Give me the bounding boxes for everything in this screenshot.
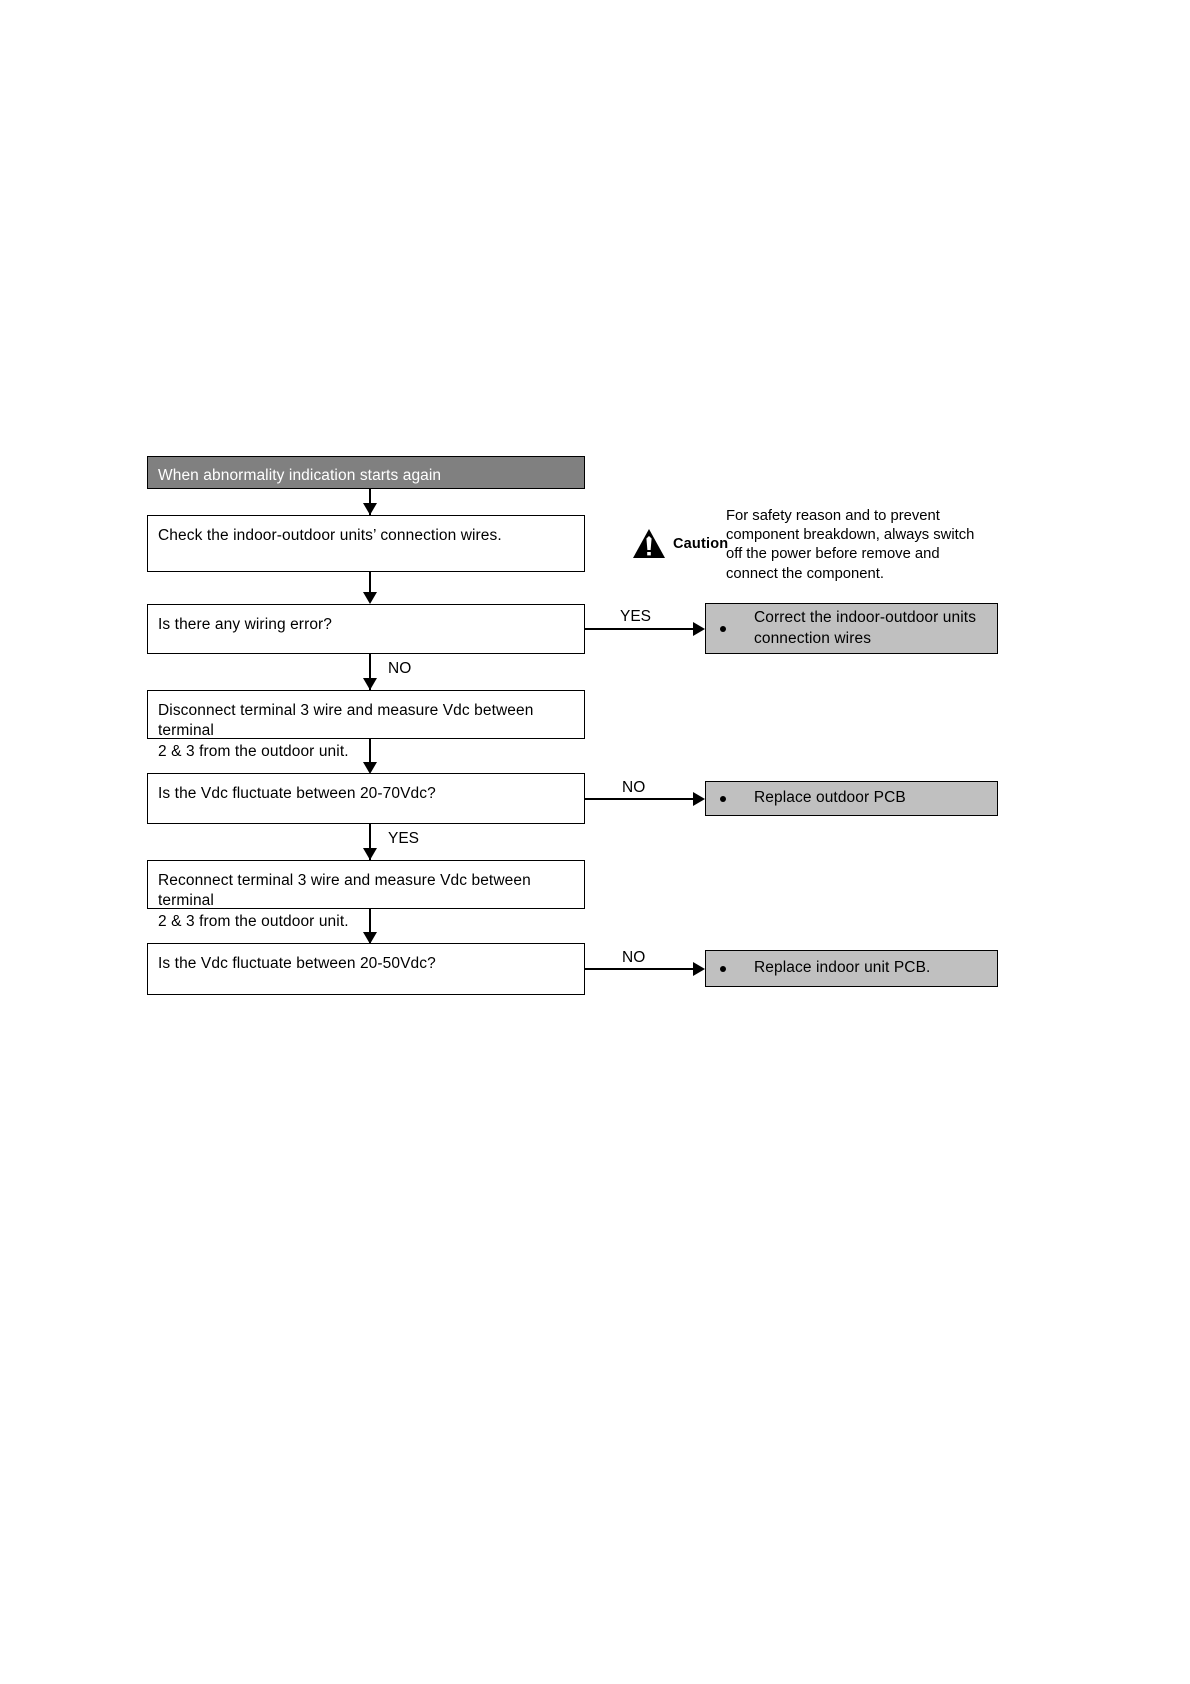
flow-node-vdc-20-50: Is the Vdc fluctuate between 20-50Vdc? [147,943,585,995]
edge-label-vdc-20-50-no: NO [622,949,646,966]
bullet-icon [720,795,726,802]
flow-node-vdc-20-70: Is the Vdc fluctuate between 20-70Vdc? [147,773,585,824]
flow-node-wiring-error: Is there any wiring error? [147,604,585,654]
connector-vdc-20-50-no [585,968,697,971]
arrowhead-disconnect-t3 [362,678,377,690]
connector-vdc-20-70-no [585,798,697,801]
flow-result-correct-wires-label: Correct the indoor-outdoor units connect… [754,609,977,647]
edge-label-vdc-20-70-no: NO [622,779,646,796]
connector-start-to-check [369,489,372,515]
flow-result-replace-outdoor-pcb: Replace outdoor PCB [705,781,998,816]
flow-result-correct-wires: Correct the indoor-outdoor units connect… [705,603,998,654]
arrowhead-vdc-20-70 [362,762,377,774]
bullet-icon [720,965,726,972]
flow-node-vdc-20-50-label: Is the Vdc fluctuate between 20-50Vdc? [158,955,436,972]
caution-label: Caution [673,535,729,552]
edge-label-wiring-error-no: NO [388,660,412,677]
connector-wiring-error-yes [585,628,697,631]
caution-text: For safety reason and to prevent compone… [726,508,975,582]
arrowhead-replace-indoor-pcb [693,961,705,976]
flow-result-replace-indoor-pcb: Replace indoor unit PCB. [705,950,998,987]
flow-node-start-label: When abnormality indication starts again [158,467,442,484]
flow-node-check-wires-label: Check the indoor-outdoor units’ connecti… [158,527,502,544]
flow-result-replace-indoor-pcb-label: Replace indoor unit PCB. [754,959,931,977]
caution-sign: Caution [632,528,728,559]
flow-node-reconnect-t3: Reconnect terminal 3 wire and measure Vd… [147,860,585,930]
flow-node-wiring-error-label: Is there any wiring error? [158,616,333,633]
connector-reconnect-to-vdc2050 [369,909,372,943]
flow-node-disconnect-t3-label: Disconnect terminal 3 wire and measure V… [158,702,534,760]
connector-disconnect-to-vdc7070 [369,739,372,772]
arrowhead-correct-wires [693,621,705,636]
arrowhead-vdc-20-50 [362,932,377,944]
connector-vdc-20-70-yes [369,824,372,860]
edge-label-wiring-error-yes: YES [620,608,652,625]
warning-triangle-icon [632,528,666,559]
flow-node-reconnect-t3-label: Reconnect terminal 3 wire and measure Vd… [158,872,531,930]
flow-node-start: When abnormality indication starts again [147,456,585,489]
flow-node-vdc-20-70-label: Is the Vdc fluctuate between 20-70Vdc? [158,785,436,802]
arrowhead-check-wires [362,503,377,515]
arrowhead-wiring-error [362,592,377,604]
arrowhead-reconnect-t3 [362,848,377,860]
arrowhead-replace-outdoor-pcb [693,791,705,806]
flow-node-disconnect-t3: Disconnect terminal 3 wire and measure V… [147,690,585,760]
edge-label-vdc-20-70-yes: YES [388,830,420,847]
bullet-icon [720,625,726,632]
flow-result-replace-outdoor-pcb-label: Replace outdoor PCB [754,789,906,807]
connector-check-to-wiring-error [369,572,372,598]
flow-node-check-wires: Check the indoor-outdoor units’ connecti… [147,515,585,572]
connector-wiring-error-no [369,654,372,690]
